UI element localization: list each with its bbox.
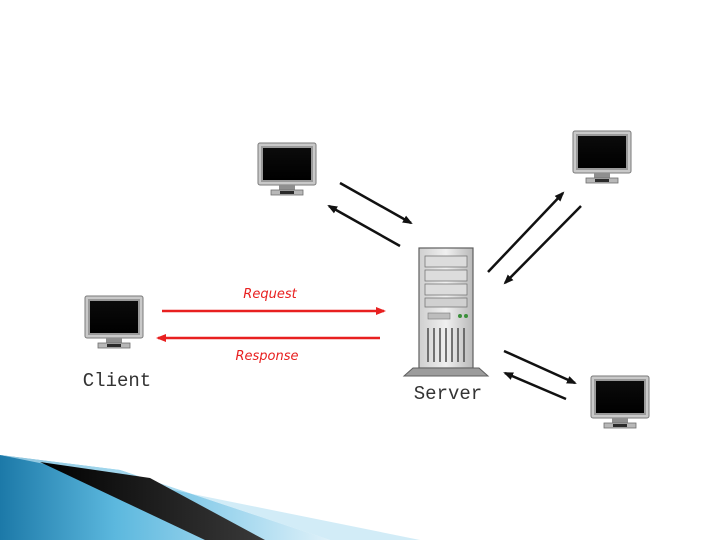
arrow-server-to-top-left bbox=[327, 204, 401, 248]
server-label: Server bbox=[414, 383, 482, 405]
response-label: Response bbox=[235, 349, 298, 364]
slide-accent-band bbox=[0, 455, 420, 540]
client-label: Client bbox=[83, 370, 151, 392]
arrow-bottom-right-to-server bbox=[503, 371, 567, 401]
arrow-top-right-to-server bbox=[503, 205, 582, 285]
peer-arrows bbox=[327, 181, 582, 401]
arrow-server-to-top-right bbox=[487, 191, 565, 273]
arrow-server-to-bottom-right bbox=[503, 349, 577, 385]
monitor-icon bbox=[590, 375, 650, 429]
server-tower-icon bbox=[402, 247, 490, 377]
request-label: Request bbox=[243, 287, 297, 302]
monitor-icon bbox=[257, 142, 317, 196]
monitor-icon bbox=[84, 295, 144, 349]
monitor-icon bbox=[572, 130, 632, 184]
arrow-top-left-to-server bbox=[339, 181, 413, 225]
